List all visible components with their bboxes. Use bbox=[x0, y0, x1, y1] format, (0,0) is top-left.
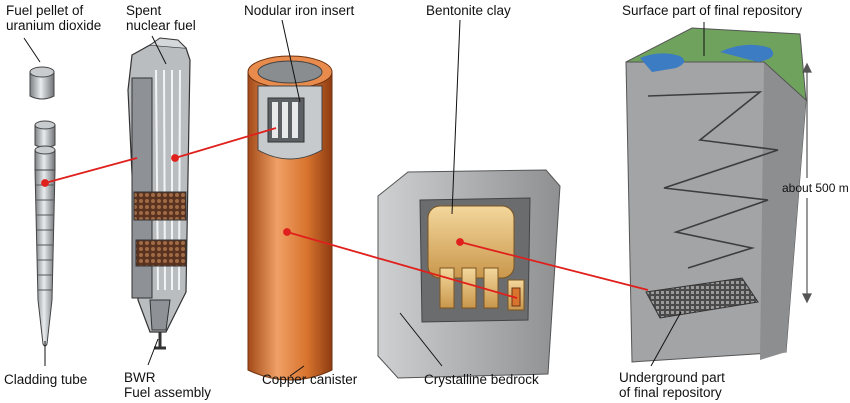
bwr-fuel-assembly-icon bbox=[127, 37, 191, 350]
ramp-tunnels-icon bbox=[647, 91, 779, 269]
bwr-label-line1: BWR bbox=[124, 370, 156, 385]
connector-lines bbox=[41, 127, 649, 299]
final-repository-icon bbox=[625, 61, 807, 363]
fuel-pellet-label-line1: Fuel pellet of bbox=[6, 3, 84, 18]
depth-arrow bbox=[802, 62, 812, 304]
copper-canister-label: Copper canister bbox=[262, 372, 358, 387]
bentonite-label: Bentonite clay bbox=[426, 3, 511, 18]
underground-label-line1: Underground part bbox=[619, 370, 725, 385]
deposition-tunnels-icon bbox=[645, 277, 759, 319]
spent-fuel-label: Spent nuclear fuel bbox=[126, 3, 196, 33]
underground-repository-label: Underground part of final repository bbox=[619, 370, 725, 400]
bwr-label: BWR Fuel assembly bbox=[124, 370, 211, 400]
fuel-pellet-icon bbox=[29, 66, 55, 100]
bentonite-clay-icon bbox=[427, 205, 525, 311]
surface-terrain-icon bbox=[625, 27, 807, 102]
spent-fuel-label-line1: Spent bbox=[126, 3, 162, 18]
spent-fuel-label-line2: nuclear fuel bbox=[126, 18, 196, 33]
cladding-tube-icon bbox=[34, 169, 56, 347]
surface-repository-label: Surface part of final repository bbox=[622, 3, 803, 18]
fuel-pellet-label-line2: uranium dioxide bbox=[6, 18, 102, 33]
nodular-iron-insert-icon bbox=[257, 85, 323, 160]
iron-insert-label: Nodular iron insert bbox=[244, 3, 355, 18]
pellet-stack-icon bbox=[34, 120, 56, 173]
fuel-pellet-label: Fuel pellet of uranium dioxide bbox=[6, 3, 101, 33]
cladding-tube-label: Cladding tube bbox=[4, 372, 88, 387]
bwr-label-line2: Fuel assembly bbox=[124, 385, 212, 400]
leader-lines bbox=[23, 19, 705, 377]
crystalline-bedrock-label: Crystalline bedrock bbox=[424, 372, 539, 387]
underground-label-line2: of final repository bbox=[619, 385, 722, 400]
depth-label: about 500 m bbox=[782, 181, 849, 195]
